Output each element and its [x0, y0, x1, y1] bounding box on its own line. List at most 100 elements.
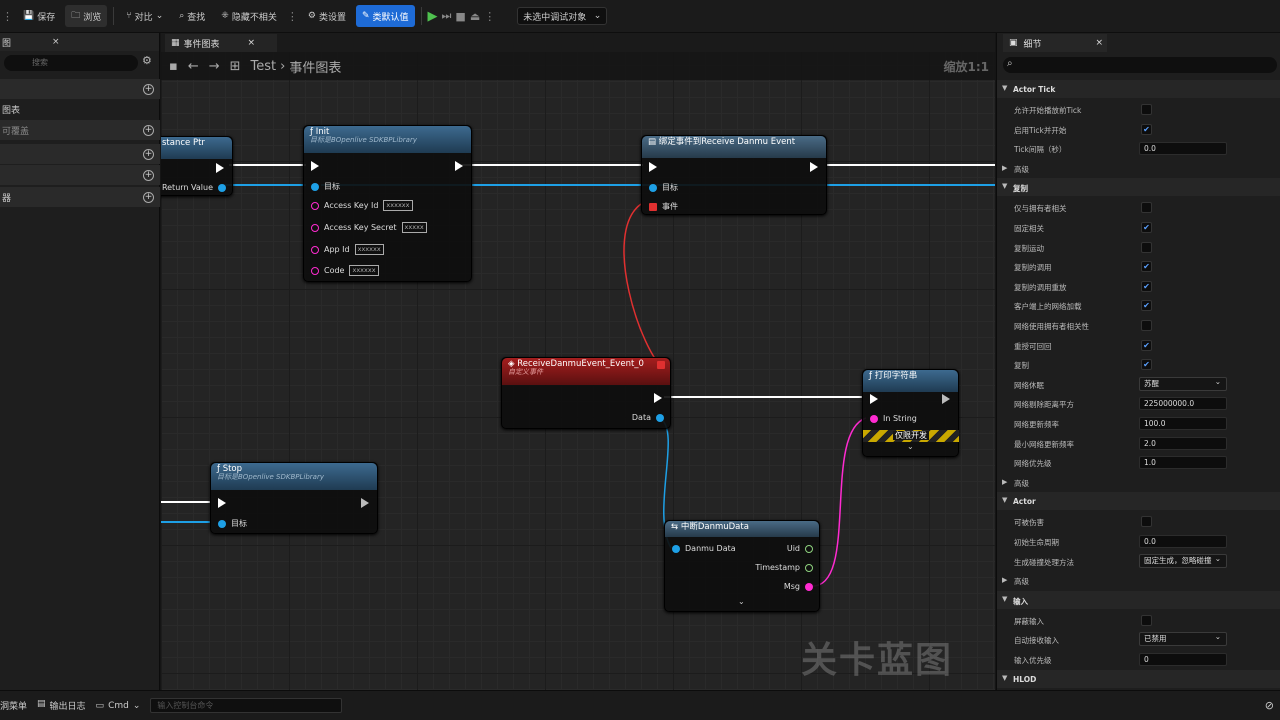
checkbox[interactable]	[1141, 320, 1152, 331]
checkbox[interactable]	[1141, 241, 1152, 253]
property-input[interactable]: 0	[1139, 653, 1227, 666]
graph-dropdown-icon[interactable]: ▪	[169, 58, 178, 74]
advanced-expander[interactable]: ▶高级	[1002, 477, 1029, 488]
property-checkbox-row[interactable]: 复制运动	[997, 238, 1280, 257]
checkbox[interactable]: ✔	[1141, 359, 1152, 371]
property-input[interactable]: 1.0	[1139, 456, 1227, 470]
exec-in-pin[interactable]	[870, 394, 878, 404]
add-icon[interactable]: +	[143, 124, 154, 136]
msg-pin[interactable]: Msg	[784, 582, 813, 591]
details-category[interactable]: ▼复制	[997, 178, 1280, 197]
property-select[interactable]: 苏醒	[1139, 376, 1227, 391]
search-input[interactable]: ⌕	[1003, 57, 1277, 73]
exec-out-pin[interactable]	[455, 161, 463, 171]
close-icon[interactable]: ×	[52, 37, 60, 47]
status-icon[interactable]: ⊘	[1264, 699, 1274, 712]
property-select-row[interactable]: 网络休眠苏醒	[997, 375, 1280, 394]
overridable-row[interactable]: 可覆盖+	[0, 120, 160, 140]
advanced-expander[interactable]: ▶高级	[1002, 576, 1029, 587]
print-string-node[interactable]: ƒ 打印字符串 In String 仅限开发 ⌄	[862, 369, 959, 457]
property-input[interactable]: 0.0	[1139, 142, 1227, 156]
property-input[interactable]: 2.0	[1139, 436, 1227, 450]
property-checkbox-row[interactable]: 可被伤害	[997, 512, 1280, 531]
code-input[interactable]: xxxxxx	[349, 265, 379, 276]
tab-details[interactable]: ▣细节×	[1003, 34, 1107, 52]
property-checkbox-row[interactable]: 启用Tick并开始✔	[997, 120, 1280, 139]
graphs-section[interactable]: 图表	[2, 105, 21, 116]
danmu-data-pin[interactable]: Danmu Data	[672, 544, 736, 553]
event-pin[interactable]: 事件	[649, 201, 678, 212]
property-checkbox-row[interactable]: 复制的调用重放✔	[997, 277, 1280, 296]
checkbox[interactable]: ✔	[1141, 222, 1152, 233]
debug-object-select[interactable]: 未选中调试对象⌄	[517, 7, 608, 25]
tab-event-graph[interactable]: ▦事件图表×	[165, 34, 277, 52]
breadcrumb-root[interactable]: Test	[250, 58, 277, 74]
property-checkbox-row[interactable]: 仅与拥有者相关	[997, 198, 1280, 217]
exec-out-pin[interactable]	[810, 162, 818, 172]
property-input[interactable]: 100.0	[1139, 417, 1227, 430]
property-checkbox-row[interactable]: 网络使用拥有者相关性	[997, 316, 1280, 335]
property-checkbox-row[interactable]: 复制✔	[997, 355, 1280, 374]
section-row[interactable]: 器+	[0, 187, 160, 207]
add-icon[interactable]: +	[143, 191, 154, 203]
section-row[interactable]: +	[0, 144, 160, 164]
details-category[interactable]: ▼Actor	[997, 492, 1280, 511]
data-pin[interactable]: Data	[632, 413, 664, 422]
property-checkbox-row[interactable]: 客户端上的网络加载✔	[997, 296, 1280, 315]
class-settings-button[interactable]: ⚙类设置	[307, 11, 346, 23]
exec-in-pin[interactable]	[218, 498, 226, 508]
app-id-input[interactable]: xxxxxx	[354, 244, 384, 255]
details-category[interactable]: ▼HLOD	[997, 669, 1280, 688]
property-select-row[interactable]: 生成碰撞处理方法固定生成，忽略碰撞	[997, 552, 1280, 571]
add-icon[interactable]: +	[143, 83, 154, 95]
expand-chevron-icon[interactable]: ⌄	[738, 597, 745, 606]
bind-event-node[interactable]: ▤ 绑定事件到Receive Danmu Event 目标 事件	[641, 135, 827, 215]
class-defaults-button[interactable]: ✎类默认值	[355, 5, 415, 27]
more-icon[interactable]: ⋮	[286, 9, 298, 23]
add-icon[interactable]: +	[143, 169, 154, 181]
panel-tab[interactable]: 图×	[0, 33, 159, 51]
property-checkbox-row[interactable]: 重授可回回✔	[997, 336, 1280, 355]
in-string-pin[interactable]: In String	[870, 414, 917, 423]
play-options-icon[interactable]: ⋮	[484, 9, 496, 23]
access-key-id-input[interactable]: xxxxxx	[383, 200, 413, 211]
play-icon[interactable]: ▶	[427, 8, 438, 24]
uid-pin[interactable]: Uid	[787, 544, 813, 553]
exec-in-pin[interactable]	[311, 161, 319, 171]
access-key-secret-input[interactable]: xxxxx	[401, 222, 427, 233]
checkbox[interactable]	[1141, 614, 1152, 626]
close-icon[interactable]: ×	[1095, 38, 1104, 48]
return-value-pin[interactable]: Return Value	[162, 183, 226, 192]
hide-unrelated-button[interactable]: ⁜隐藏不相关	[221, 11, 277, 23]
hierarchy-icon[interactable]: ⊞	[229, 58, 241, 74]
details-category[interactable]: ▼输入	[997, 590, 1280, 609]
exec-in-pin[interactable]	[649, 162, 657, 172]
checkbox[interactable]: ✔	[1141, 339, 1152, 351]
details-category[interactable]: ▼Actor Tick	[997, 80, 1280, 98]
checkbox[interactable]: ✔	[1141, 300, 1152, 312]
content-drawer-button[interactable]: 洞菜单	[0, 702, 28, 712]
checkbox[interactable]: ✔	[1141, 280, 1152, 292]
find-button[interactable]: ⌕查找	[179, 11, 206, 23]
exec-out-pin[interactable]	[654, 393, 662, 403]
property-checkbox-row[interactable]: 复制的调用✔	[997, 257, 1280, 276]
stop-icon[interactable]: ■	[455, 9, 466, 23]
expand-chevron-icon[interactable]: ⌄	[907, 442, 914, 451]
event-graph-canvas[interactable]: ▦事件图表× ▪ ← → ⊞ Test › 事件图表 缩放1:1 stance …	[161, 33, 995, 690]
checkbox[interactable]	[1141, 516, 1152, 528]
target-pin[interactable]: 目标	[649, 182, 678, 193]
menu-dots-icon[interactable]: ⋮	[2, 9, 13, 23]
timestamp-pin[interactable]: Timestamp	[755, 563, 813, 572]
diff-button[interactable]: ⑂对比⌄	[126, 11, 164, 23]
